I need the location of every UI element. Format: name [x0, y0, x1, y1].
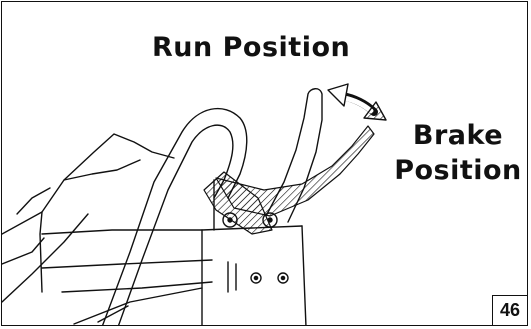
- curved-double-arrow-icon: [328, 84, 386, 120]
- brake-position-label-line1: Brake: [388, 118, 528, 153]
- brake-position-label: Brake Position: [388, 118, 528, 188]
- adjustment-screws: [228, 262, 288, 292]
- page-number: 46: [492, 295, 527, 325]
- brake-position-label-line2: Position: [388, 153, 528, 188]
- rear-handle: [2, 109, 247, 326]
- run-position-label: Run Position: [152, 32, 350, 63]
